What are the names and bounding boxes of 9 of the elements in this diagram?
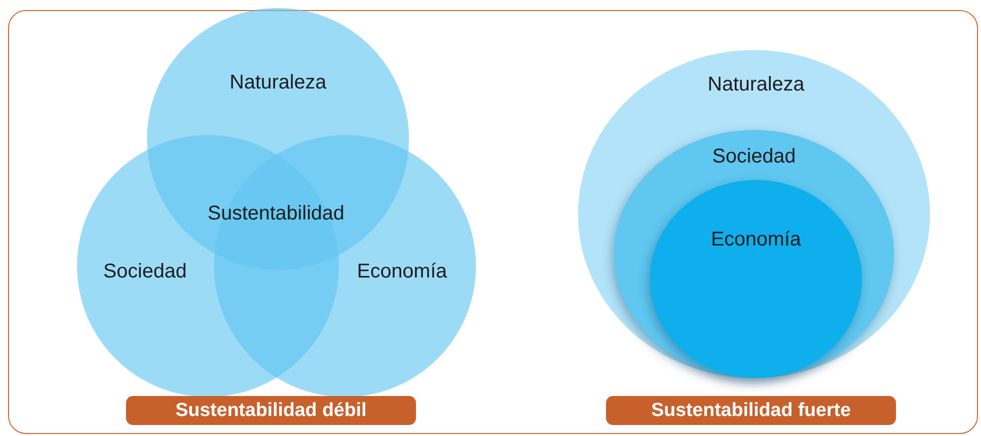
region-label: Economía [710, 228, 802, 252]
region-label: Naturaleza [230, 72, 326, 94]
region-label: Economía [356, 260, 448, 284]
region-label: Naturaleza [708, 74, 804, 96]
intersection-label: Sustentabilidad [208, 202, 344, 226]
title-badge: Sustentabilidad débil [126, 396, 416, 425]
region-label: Sociedad [712, 146, 796, 168]
title-badge: Sustentabilidad fuerte [606, 396, 896, 425]
region-label: Sociedad [103, 260, 187, 284]
